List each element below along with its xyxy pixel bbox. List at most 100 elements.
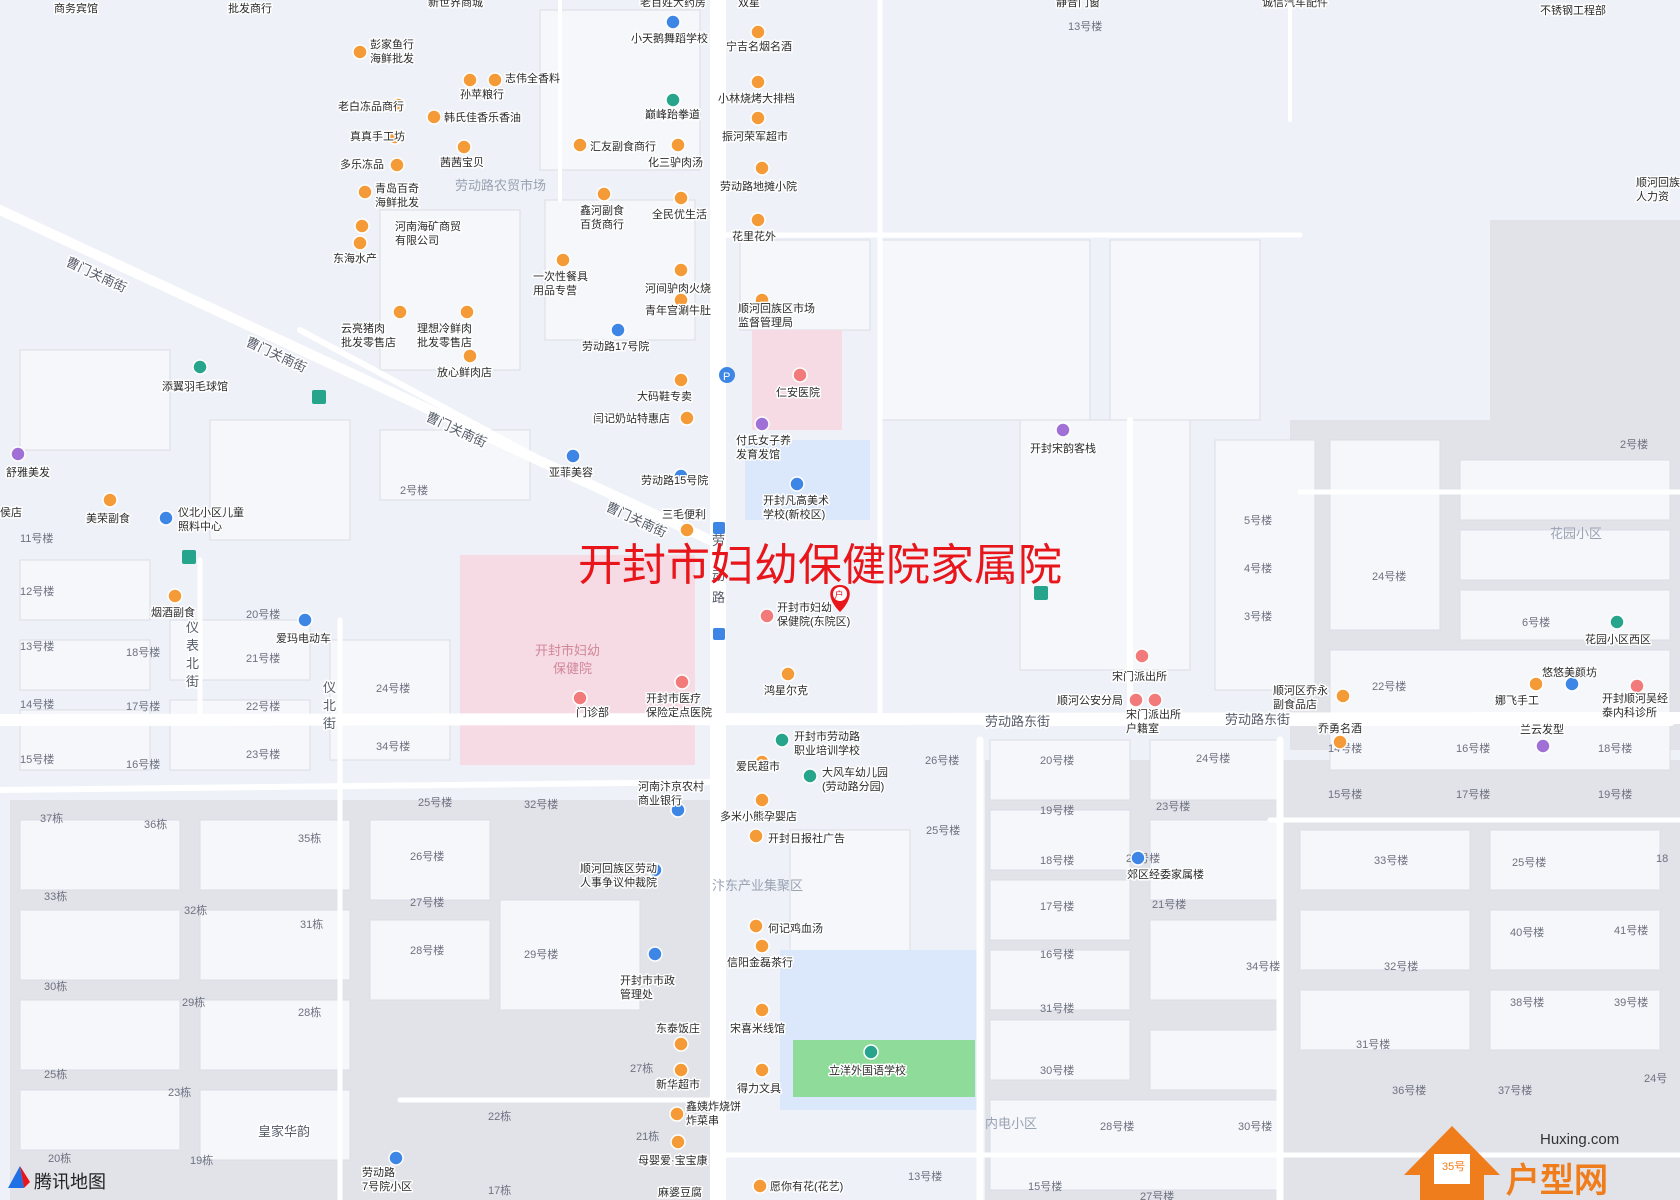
poi-marker-icon[interactable] <box>1128 692 1144 708</box>
poi-p59[interactable]: 花园小区西区 <box>1584 614 1653 648</box>
poi-marker-icon[interactable] <box>1335 688 1351 704</box>
poi-marker-icon[interactable] <box>462 348 478 364</box>
poi-p10[interactable]: 志伟全香料 <box>487 70 562 88</box>
poi-marker-icon[interactable] <box>754 1062 770 1078</box>
target-location-pin[interactable]: 户 <box>830 585 850 612</box>
poi-marker-icon[interactable] <box>167 588 183 604</box>
poi-p44[interactable]: 开封宋韵客栈 <box>1029 422 1098 457</box>
poi-marker-icon[interactable] <box>572 690 588 706</box>
poi-p47[interactable]: 劳动路15号院 <box>640 468 710 489</box>
poi-p50[interactable]: 美荣副食 <box>85 492 132 527</box>
poi-marker-icon[interactable] <box>670 137 686 153</box>
poi-marker-icon[interactable] <box>610 322 626 338</box>
poi-marker-icon[interactable] <box>673 190 689 206</box>
poi-marker-icon[interactable] <box>679 410 695 426</box>
toilet-icon[interactable] <box>312 390 326 404</box>
poi-p12[interactable]: 宁吉名烟名酒 <box>725 24 794 55</box>
poi-marker-icon[interactable] <box>673 1062 689 1078</box>
poi-p4[interactable]: 老百姓大药房 <box>639 0 708 11</box>
poi-p65[interactable]: 娜飞手工 <box>1494 676 1544 709</box>
poi-p18[interactable]: 真真手工坊 <box>349 128 407 145</box>
poi-marker-icon[interactable] <box>1134 648 1150 664</box>
poi-marker-icon[interactable] <box>665 14 681 30</box>
poi-p46[interactable]: 亚菲美容 <box>548 448 595 481</box>
poi-marker-icon[interactable] <box>1609 614 1625 630</box>
poi-marker-icon[interactable] <box>748 918 764 934</box>
poi-p54[interactable]: 烟酒副食 <box>150 588 197 621</box>
parking-icon[interactable] <box>719 367 735 383</box>
poi-marker-icon[interactable] <box>670 1134 686 1150</box>
poi-marker-icon[interactable] <box>596 186 612 202</box>
poi-marker-icon[interactable] <box>673 262 689 278</box>
poi-marker-icon[interactable] <box>555 252 571 268</box>
toilet-icon[interactable] <box>182 550 196 564</box>
poi-marker-icon[interactable] <box>750 24 766 40</box>
poi-p15[interactable]: 韩氏佳香乐香油 <box>426 109 523 126</box>
poi-marker-icon[interactable] <box>352 44 368 60</box>
poi-p57[interactable]: 宋门派出所 <box>1111 648 1169 685</box>
poi-p21[interactable]: 多乐冻品 <box>339 156 405 173</box>
poi-marker-icon[interactable] <box>754 416 770 432</box>
poi-marker-icon[interactable] <box>565 448 581 464</box>
poi-p80[interactable]: 东泰饭庄 <box>655 1020 702 1052</box>
poi-marker-icon[interactable] <box>426 109 442 125</box>
poi-p56[interactable]: 鸿星尔克 <box>763 666 810 699</box>
poi-marker-icon[interactable] <box>158 510 174 526</box>
poi-marker-icon[interactable] <box>750 212 766 228</box>
poi-marker-icon[interactable] <box>10 446 26 462</box>
poi-marker-icon[interactable] <box>192 359 208 375</box>
poi-p2[interactable]: 批发商行 <box>227 0 274 17</box>
poi-marker-icon[interactable] <box>673 292 689 308</box>
poi-p84[interactable]: 得力文具 <box>736 1062 783 1097</box>
poi-marker-icon[interactable] <box>352 235 368 251</box>
poi-marker-icon[interactable] <box>1130 850 1146 866</box>
poi-p71[interactable]: 大风车幼儿园(劳动路分园) <box>802 764 890 795</box>
poi-p6[interactable]: 静音门窗 <box>1055 0 1102 11</box>
poi-p32[interactable]: 河间驴肉火烧 <box>644 262 713 297</box>
poi-p40[interactable]: 仁安医院 <box>775 367 822 401</box>
poi-marker-icon[interactable] <box>297 612 313 628</box>
poi-p16[interactable]: 巅峰跆拳道 <box>644 92 702 123</box>
poi-p62[interactable]: 顺河公安分局 <box>1056 692 1144 709</box>
poi-p30[interactable]: 东海水产 <box>332 235 379 267</box>
poi-p37[interactable]: 劳动路17号院 <box>581 322 651 355</box>
poi-marker-icon[interactable] <box>459 304 475 320</box>
poi-marker-icon[interactable] <box>750 74 766 90</box>
poi-p17[interactable]: 小林烧烤大排档 <box>717 74 797 107</box>
poi-marker-icon[interactable] <box>673 1036 689 1052</box>
poi-marker-icon[interactable] <box>754 1002 770 1018</box>
poi-p13[interactable]: 孙苹粮行 <box>459 72 506 103</box>
poi-marker-icon[interactable] <box>647 862 663 878</box>
poi-p1[interactable]: 商务宾馆 <box>53 0 100 17</box>
poi-marker-icon[interactable] <box>102 492 118 508</box>
bus-stop-icon[interactable] <box>713 628 725 640</box>
poi-marker-icon[interactable] <box>754 938 770 954</box>
poi-marker-icon[interactable] <box>669 1106 685 1122</box>
poi-p82[interactable]: 立洋外国语学校 <box>828 1044 908 1079</box>
poi-marker-icon[interactable] <box>673 468 689 484</box>
bus-stop-icon[interactable] <box>713 522 725 534</box>
poi-marker-icon[interactable] <box>674 674 690 690</box>
poi-p76[interactable]: 郊区经委家属楼 <box>1126 850 1206 883</box>
poi-p11[interactable]: 小天鹅舞蹈学校 <box>630 14 710 47</box>
poi-marker-icon[interactable] <box>1564 676 1580 692</box>
